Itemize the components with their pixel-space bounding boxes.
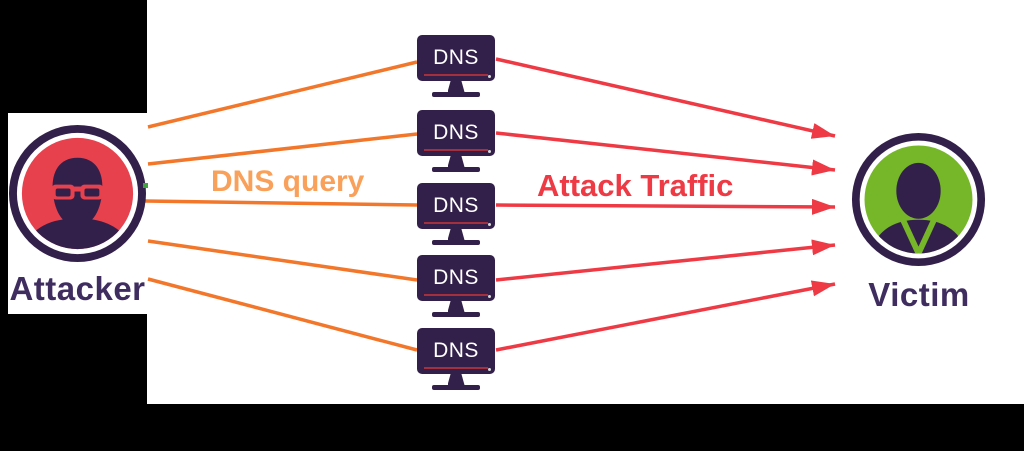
dns-screen-label: DNS <box>433 266 479 289</box>
dns-server-monitor-icon-3: DNS <box>417 183 495 245</box>
black-mask-bottom-bar <box>0 404 1024 451</box>
attack-arrow-3 <box>495 198 836 215</box>
dns-server-monitor-icon-5: DNS <box>417 328 495 390</box>
dns-server-monitor-icon-1: DNS <box>417 35 495 97</box>
attacker-label: Attacker <box>9 270 146 307</box>
attack-arrow-4 <box>495 239 836 282</box>
dns-query-line-1 <box>147 60 418 129</box>
attack-traffic-label: Attack Traffic <box>537 168 734 203</box>
dns-screen-label: DNS <box>433 194 479 217</box>
dns-query-line-3 <box>144 199 418 207</box>
monitor-stand <box>447 301 465 312</box>
dns-server-monitor-icon-4: DNS <box>417 255 495 317</box>
monitor-power-led <box>488 75 491 78</box>
monitor-base <box>432 240 480 245</box>
monitor-power-led <box>488 295 491 298</box>
victim-avatar-icon <box>851 132 986 267</box>
monitor-power-led <box>488 150 491 153</box>
monitor-base <box>432 312 480 317</box>
attack-arrow-1 <box>495 57 836 139</box>
dns-screen-label: DNS <box>433 121 479 144</box>
monitor-menubar <box>424 74 488 76</box>
black-mask-top-left <box>0 0 147 113</box>
dns-screen-label: DNS <box>433 339 479 362</box>
monitor-stand <box>447 374 465 385</box>
dns-server-monitor-icon-2: DNS <box>417 110 495 172</box>
monitor-base <box>432 385 480 390</box>
monitor-menubar <box>424 222 488 224</box>
monitor-base <box>432 92 480 97</box>
monitor-stand <box>447 156 465 167</box>
victim-label: Victim <box>868 276 970 313</box>
dns-query-label: DNS query <box>211 165 365 198</box>
attacker-avatar-icon <box>8 124 147 263</box>
monitor-power-led <box>488 223 491 226</box>
monitor-menubar <box>424 149 488 151</box>
attack-arrow-5 <box>495 280 836 352</box>
dns-query-line-5 <box>147 277 418 352</box>
dns-screen-label: DNS <box>433 46 479 69</box>
black-mask-left-strip <box>0 113 8 314</box>
monitor-menubar <box>424 294 488 296</box>
dns-query-line-2 <box>147 132 418 166</box>
monitor-base <box>432 167 480 172</box>
attack-arrow-2 <box>495 131 836 176</box>
monitor-stand <box>447 81 465 92</box>
monitor-menubar <box>424 367 488 369</box>
monitor-power-led <box>488 368 491 371</box>
dns-query-line-4 <box>147 239 418 282</box>
green-dot-artifact <box>143 183 148 188</box>
monitor-stand <box>447 229 465 240</box>
